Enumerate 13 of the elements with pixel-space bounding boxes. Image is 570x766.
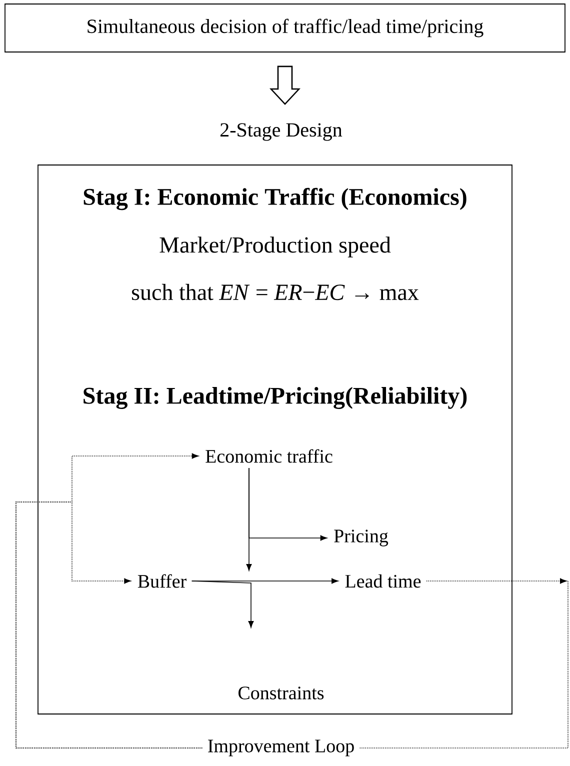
decision-box: Simultaneous decision of traffic/lead time/pricing bbox=[4, 4, 566, 52]
arrow bbox=[16, 502, 203, 748]
arrow bbox=[248, 468, 328, 541]
label-text: Economic traffic bbox=[206, 449, 332, 463]
arrow bbox=[426, 578, 567, 584]
label-text: 2-Stage Design bbox=[220, 123, 342, 141]
label-text: Pricing bbox=[334, 530, 388, 546]
block-arrow bbox=[270, 66, 300, 105]
label-text: Constraints bbox=[238, 686, 324, 700]
label-text: Lead time bbox=[345, 574, 421, 588]
label-text: Improvement Loop bbox=[208, 740, 354, 756]
arrow bbox=[191, 580, 254, 628]
label-text: Buffer bbox=[138, 574, 186, 588]
